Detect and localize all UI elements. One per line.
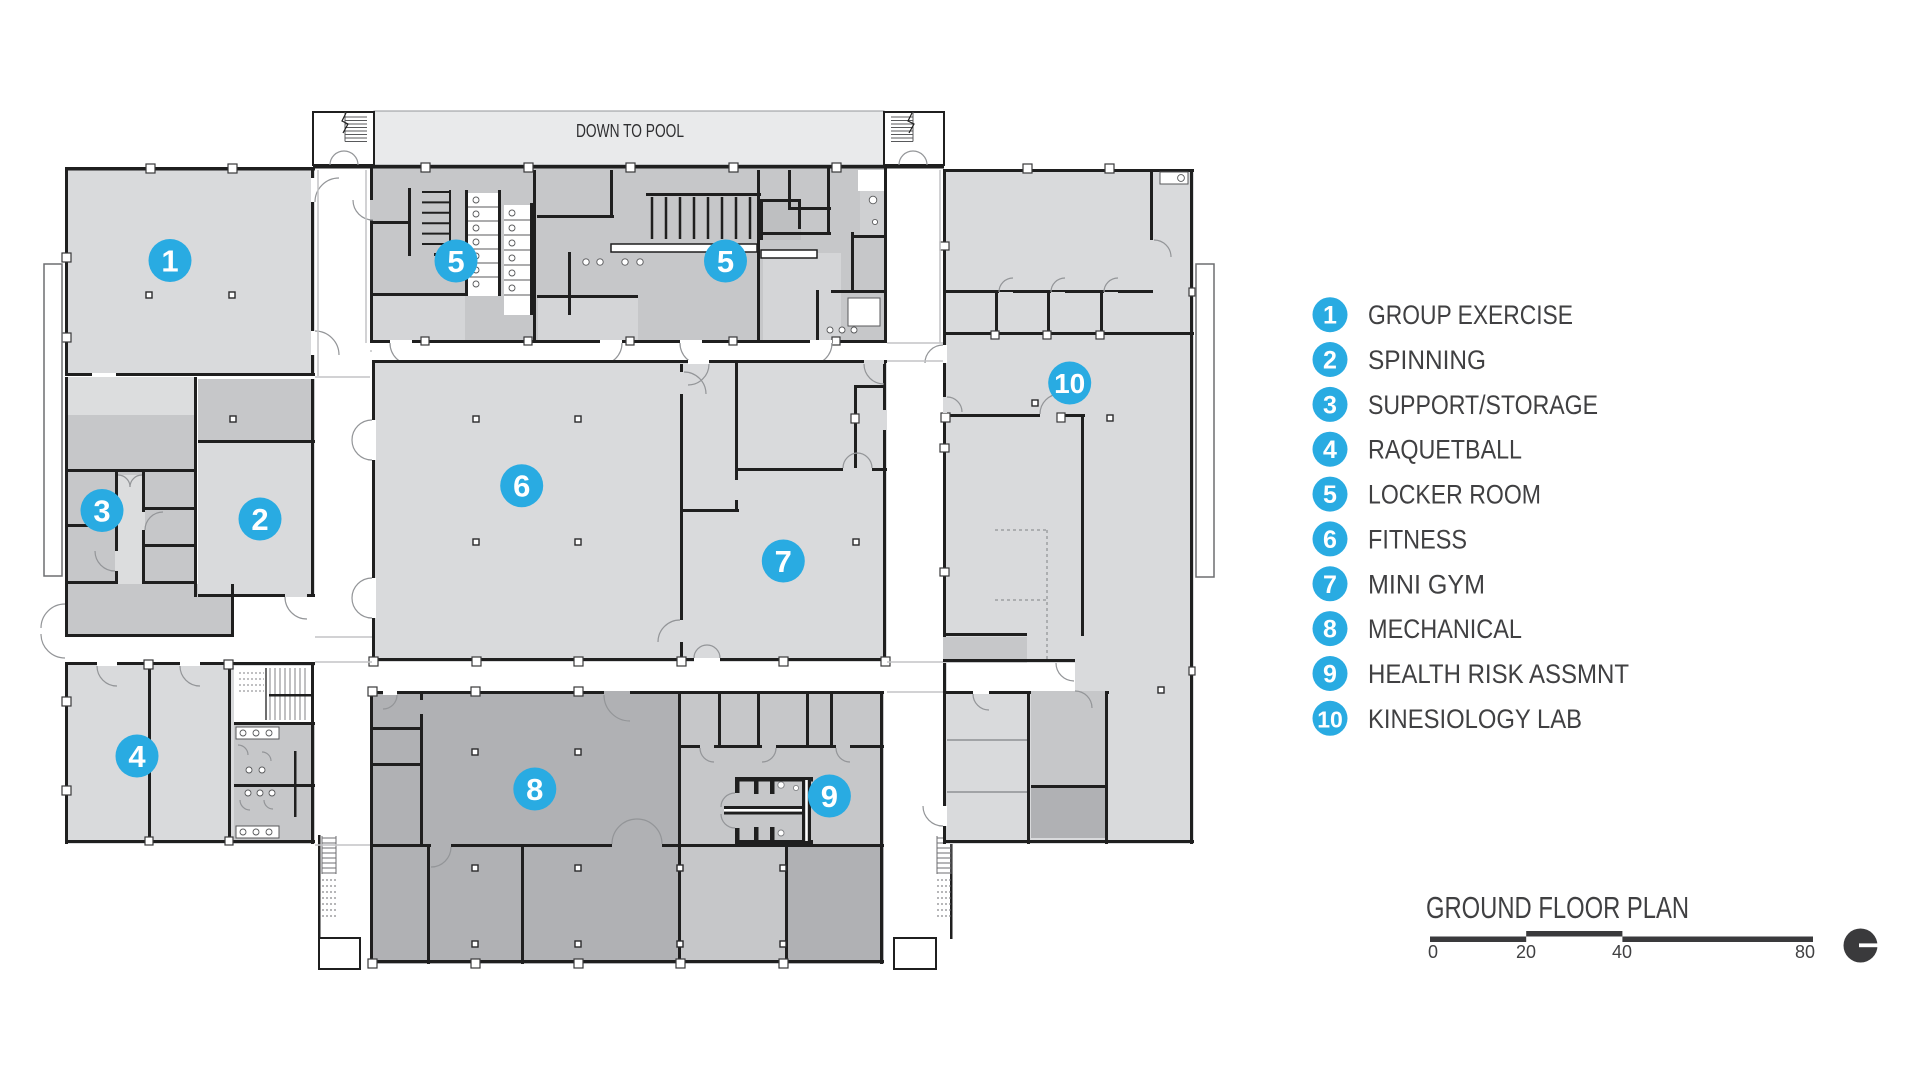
svg-text:5: 5 [447, 244, 464, 279]
svg-text:6: 6 [1323, 526, 1337, 554]
svg-text:8: 8 [1323, 616, 1337, 644]
svg-text:2: 2 [1323, 347, 1337, 375]
svg-text:5: 5 [1323, 481, 1337, 509]
svg-text:8: 8 [526, 772, 543, 807]
svg-text:GROUP EXERCISE: GROUP EXERCISE [1368, 300, 1573, 330]
svg-text:4: 4 [1323, 436, 1337, 464]
svg-text:10: 10 [1054, 368, 1085, 399]
svg-text:5: 5 [717, 244, 734, 279]
svg-text:6: 6 [513, 469, 530, 504]
svg-text:10: 10 [1317, 706, 1343, 732]
svg-text:FITNESS: FITNESS [1368, 524, 1467, 554]
svg-text:DOWN TO POOL: DOWN TO POOL [576, 121, 684, 141]
svg-text:KINESIOLOGY LAB: KINESIOLOGY LAB [1368, 704, 1582, 734]
svg-text:MECHANICAL: MECHANICAL [1368, 614, 1522, 644]
svg-text:3: 3 [93, 494, 110, 529]
svg-text:SUPPORT/STORAGE: SUPPORT/STORAGE [1368, 390, 1598, 420]
svg-text:RAQUETBALL: RAQUETBALL [1368, 435, 1522, 465]
svg-text:4: 4 [128, 739, 146, 774]
svg-text:1: 1 [1323, 302, 1337, 330]
svg-text:MINI GYM: MINI GYM [1368, 569, 1485, 599]
svg-text:80: 80 [1795, 942, 1815, 962]
svg-text:1: 1 [161, 244, 178, 279]
svg-text:20: 20 [1516, 942, 1536, 962]
svg-text:7: 7 [1323, 571, 1337, 599]
svg-text:9: 9 [1323, 661, 1337, 689]
svg-text:GROUND FLOOR PLAN: GROUND FLOOR PLAN [1426, 890, 1689, 925]
svg-text:9: 9 [821, 779, 838, 814]
svg-text:3: 3 [1323, 391, 1337, 419]
svg-text:LOCKER ROOM: LOCKER ROOM [1368, 480, 1541, 510]
svg-text:0: 0 [1428, 942, 1438, 962]
svg-text:SPINNING: SPINNING [1368, 345, 1486, 375]
svg-text:7: 7 [775, 544, 792, 579]
svg-text:HEALTH RISK ASSMNT: HEALTH RISK ASSMNT [1368, 659, 1629, 689]
svg-text:2: 2 [251, 502, 268, 537]
svg-text:40: 40 [1612, 942, 1632, 962]
